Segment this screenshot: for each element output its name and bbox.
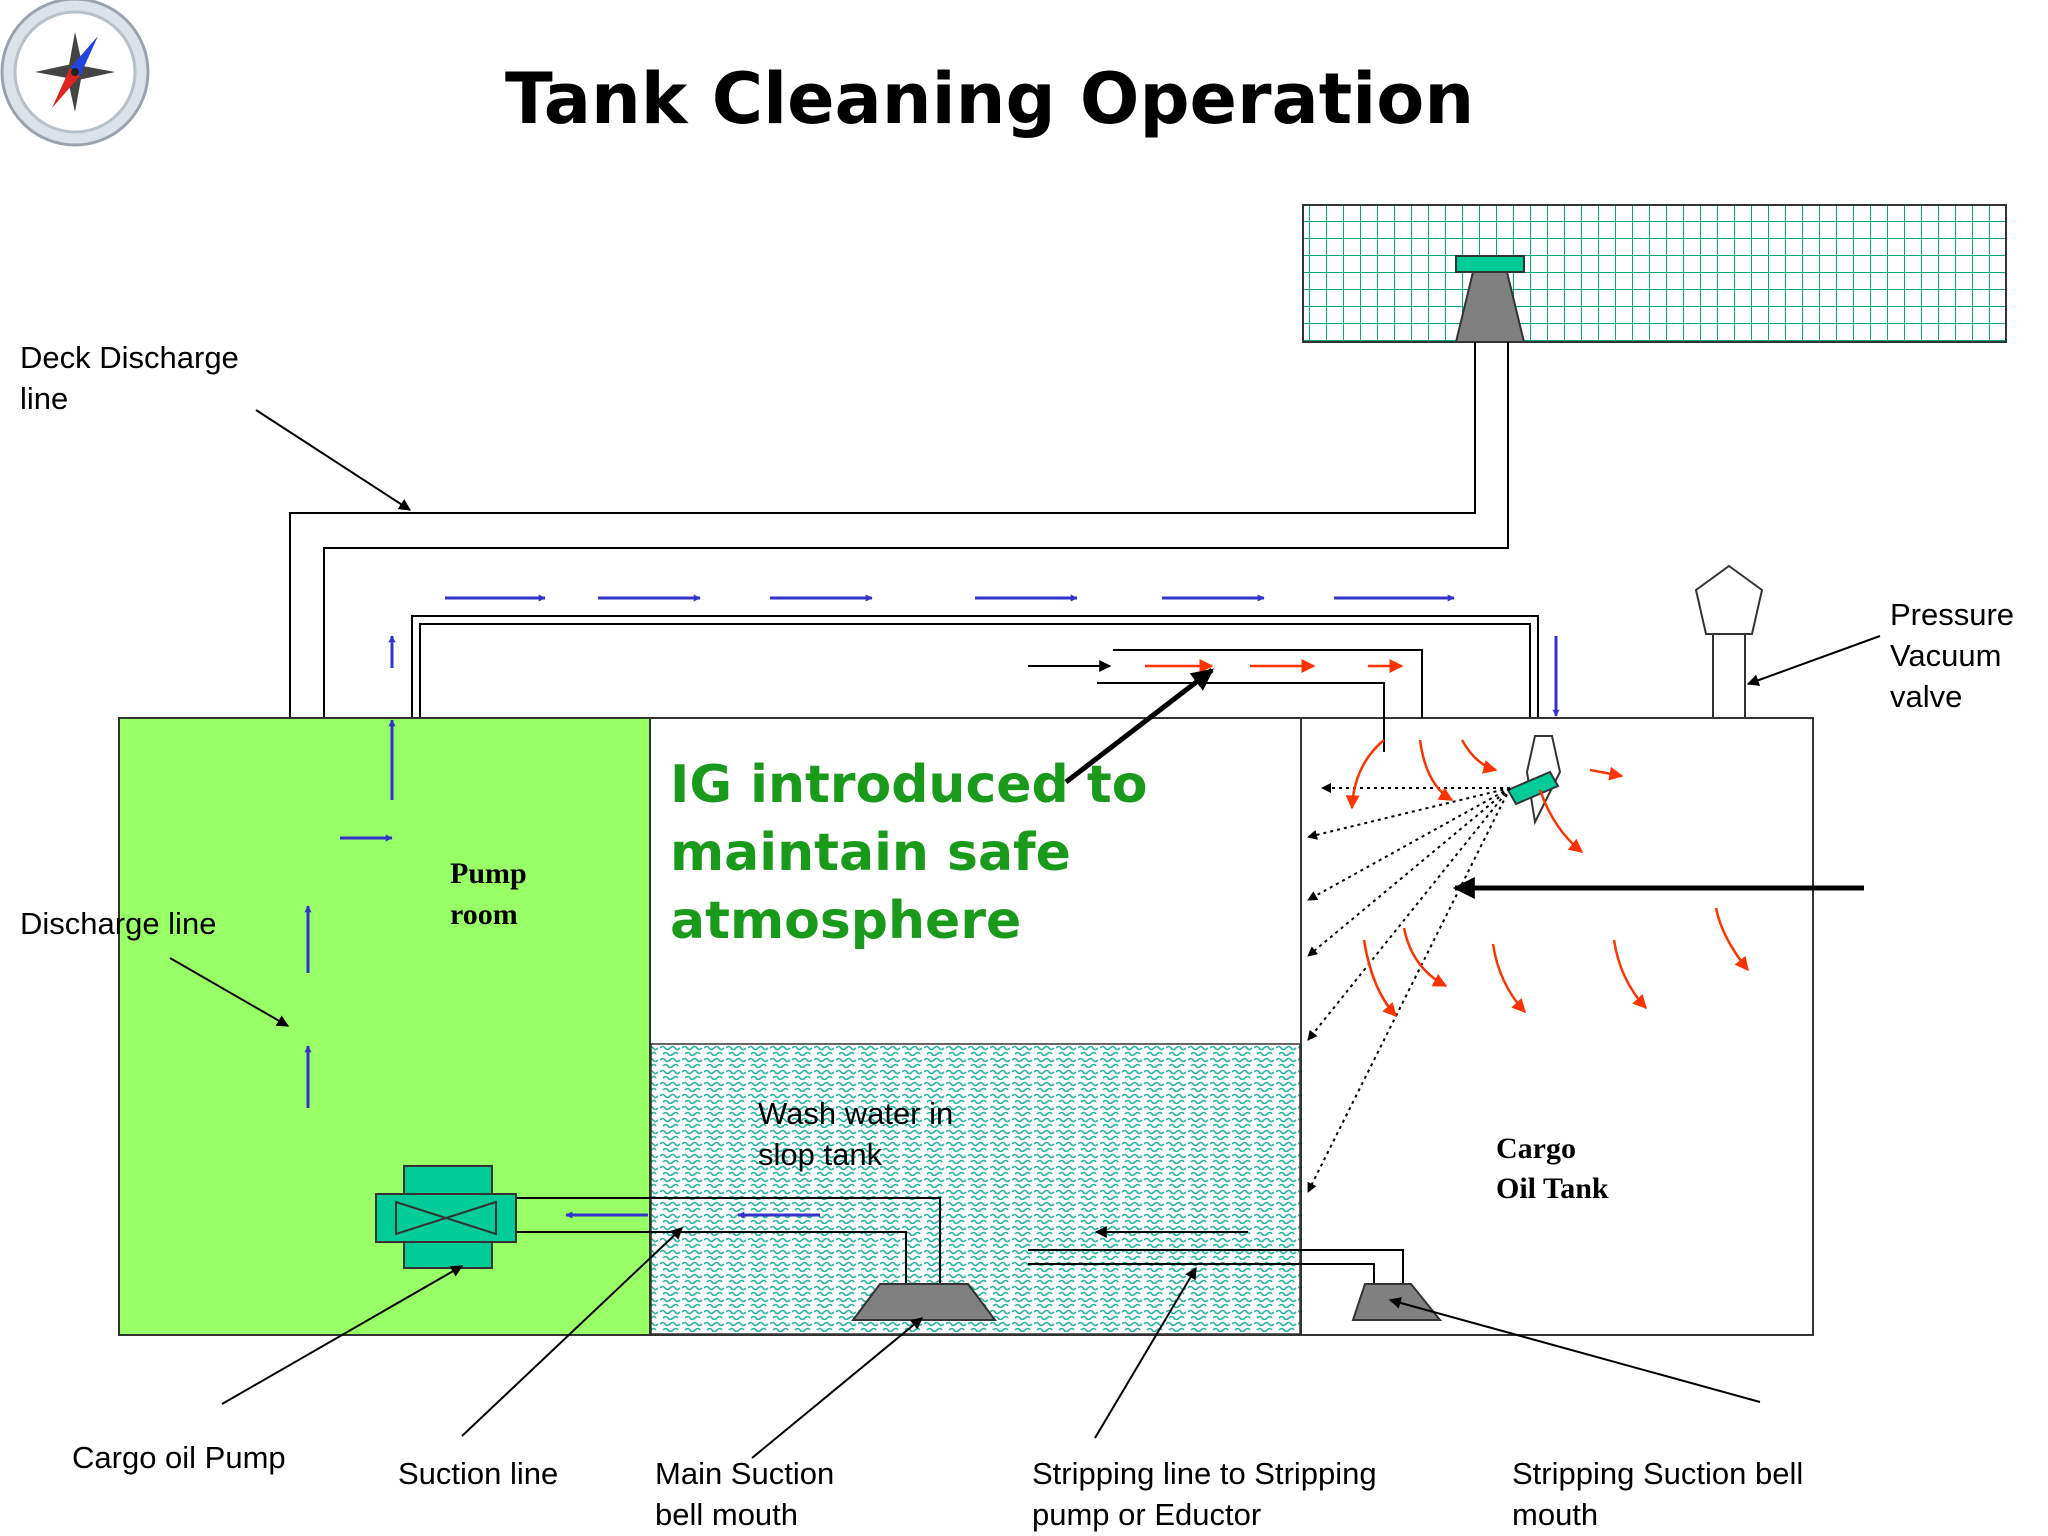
- pump-room-label-2: room: [450, 898, 518, 931]
- deck-grid: [1302, 204, 2007, 343]
- cleaning-nozzle: [1506, 735, 1562, 826]
- suction-pipe: [515, 1197, 941, 1284]
- deck-discharge-label-1: Deck Discharge: [20, 340, 239, 375]
- pv-valve-label-3: valve: [1890, 679, 1962, 714]
- ig-annotation: IG introduced to maintain safe atmospher…: [670, 755, 1147, 951]
- pressure-vacuum-valve: [1694, 564, 1764, 719]
- stripping-suction-label-1: Stripping Suction bell: [1512, 1456, 1803, 1491]
- tank-cleaning-machine-head: [1455, 255, 1525, 273]
- pump-room-label-1: Pump: [450, 857, 527, 890]
- black-flow-arrows: [1028, 660, 1248, 1238]
- deck-discharge-label-2: line: [20, 381, 68, 416]
- cargo-tank-label-2: Oil Tank: [1496, 1172, 1609, 1205]
- spray-jets: [1307, 783, 1511, 1193]
- cargo-oil-pump-label: Cargo oil Pump: [72, 1440, 286, 1475]
- ig-text-line-1: IG introduced to: [670, 755, 1147, 815]
- wash-water: [650, 1043, 1301, 1335]
- stripping-line-label-2: pump or Eductor: [1032, 1497, 1261, 1532]
- cargo-oil-pump: [375, 1165, 517, 1269]
- stripping-line-label-1: Stripping line to Stripping: [1032, 1456, 1377, 1491]
- pv-valve-label-1: Pressure: [1890, 597, 2014, 632]
- main-suction-label-1: Main Suction: [655, 1456, 834, 1491]
- suction-line-label: Suction line: [398, 1456, 558, 1491]
- label-leaders: [169, 409, 1881, 1459]
- ig-text-line-3: atmosphere: [670, 891, 1021, 951]
- cargo-oil-tank: [1300, 717, 1814, 1336]
- gas-flow-arrows: [1145, 659, 1749, 1018]
- main-suction-bell-mouth: [851, 1283, 997, 1321]
- flow-arrows: [304, 594, 1560, 1219]
- main-suction-label-2: bell mouth: [655, 1497, 798, 1532]
- page-title: Tank Cleaning Operation: [505, 58, 1474, 140]
- stripping-suction-label-2: mouth: [1512, 1497, 1598, 1532]
- slop-tank-label-1: Wash water in: [758, 1096, 953, 1131]
- compass-icon: [0, 0, 150, 147]
- ig-leader-arrow: [1064, 668, 1214, 784]
- tank-cleaning-machine-base: [1454, 271, 1526, 343]
- ig-text-line-2: maintain safe: [670, 823, 1071, 883]
- slop-tank-label-2: slop tank: [758, 1137, 883, 1172]
- cargo-tank-label-1: Cargo: [1496, 1132, 1576, 1165]
- discharge-line-label: Discharge line: [20, 906, 216, 941]
- pv-valve-label-2: Vacuum: [1890, 638, 2001, 673]
- stripping-pipe: [1028, 1249, 1404, 1284]
